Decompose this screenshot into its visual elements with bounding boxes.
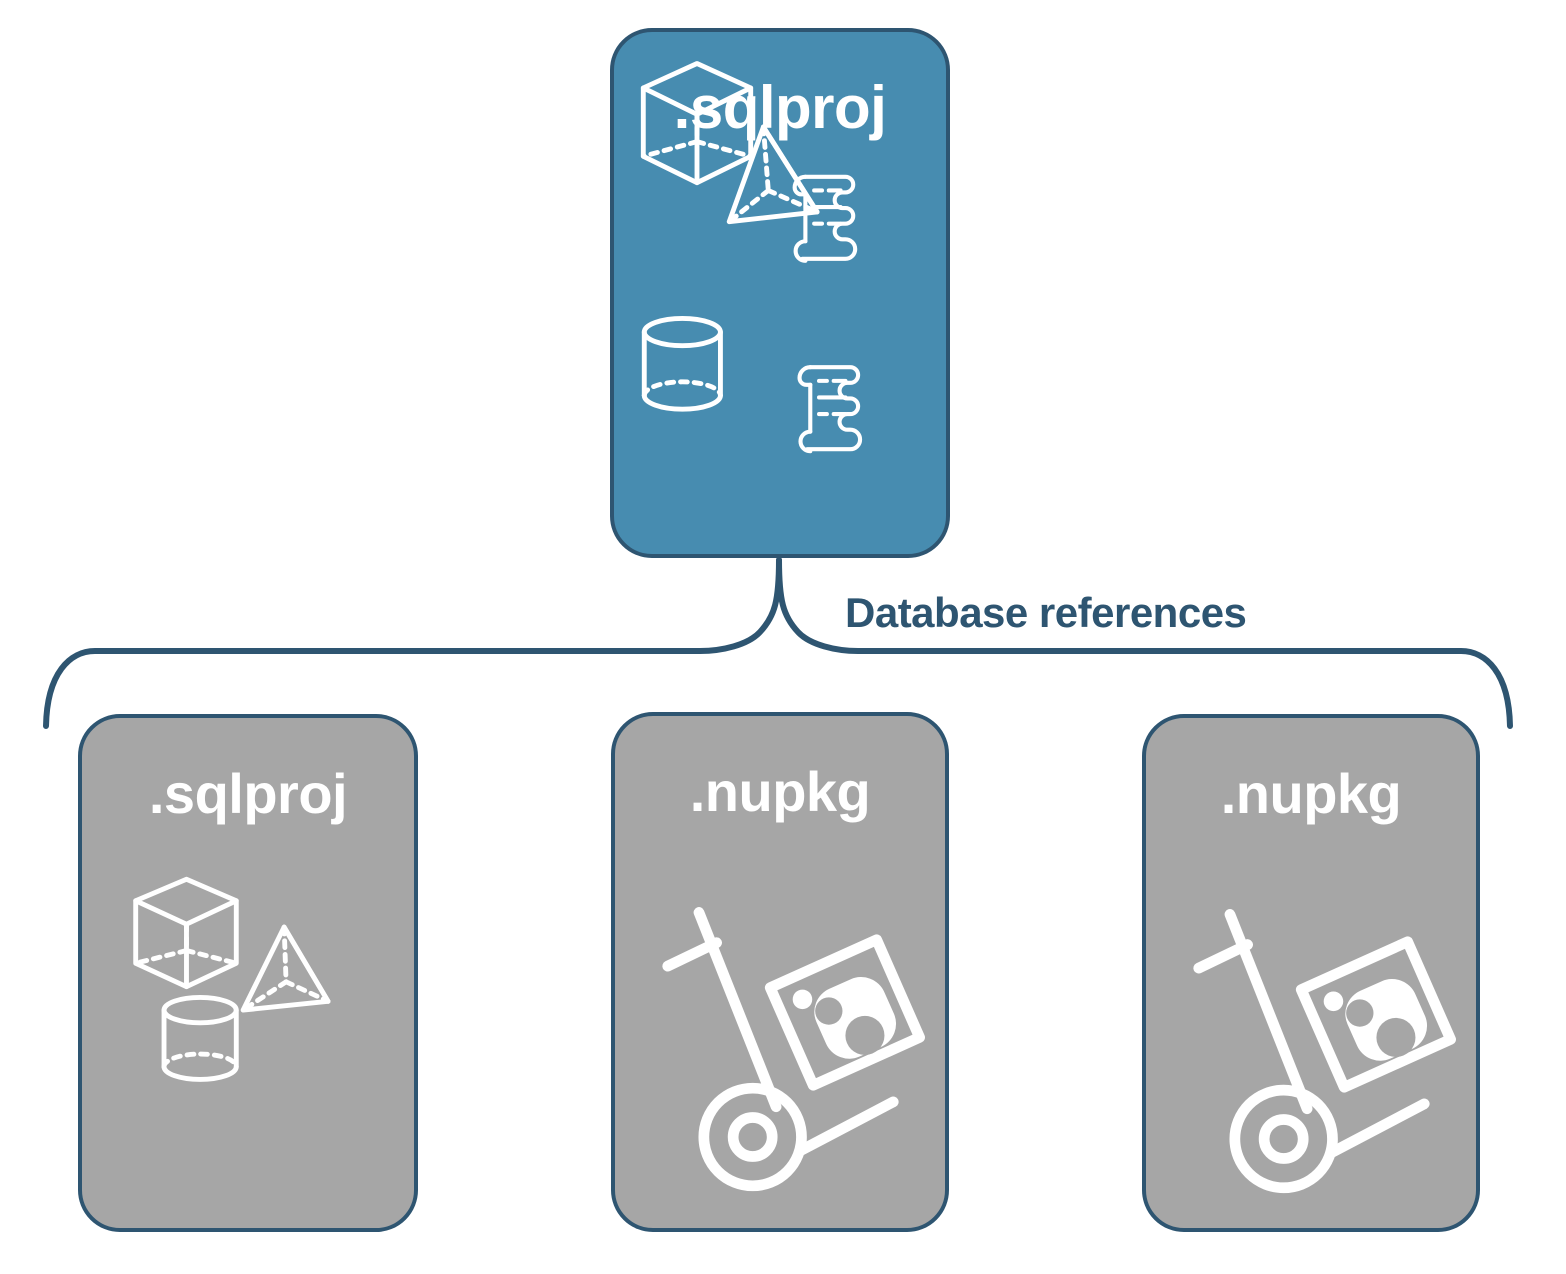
node-child-nupkg-2[interactable]: .nupkg — [1142, 714, 1480, 1232]
node-root-title: .sqlproj — [673, 74, 887, 141]
pyramid-icon — [726, 124, 820, 225]
nuget-package-icon-holes — [1346, 999, 1416, 1057]
node-child-nupkg-2-title: .nupkg — [1220, 762, 1402, 825]
nuget-package-icon-holes — [815, 997, 885, 1055]
nuget-package-icon — [764, 934, 925, 1091]
hand-truck-icon — [1193, 909, 1430, 1194]
nuget-package-icon-dots — [792, 977, 897, 1059]
database-references-label: Database references — [845, 589, 1247, 636]
scroll-icon — [797, 365, 863, 454]
node-child-nupkg-1-title: .nupkg — [689, 760, 871, 823]
node-root-sqlproj[interactable]: .sqlproj — [610, 28, 950, 558]
cube-icon — [133, 876, 239, 990]
cylinder-icon — [161, 994, 239, 1082]
nuget-package-icon-dots — [1323, 979, 1428, 1061]
node-child-sqlproj[interactable]: .sqlproj — [78, 714, 418, 1232]
scroll-icon — [792, 174, 858, 263]
pyramid-icon — [240, 924, 331, 1013]
cylinder-icon — [641, 315, 723, 412]
node-child-sqlproj-title: .sqlproj — [148, 762, 348, 825]
nuget-package-icon — [1295, 936, 1456, 1093]
node-child-nupkg-1[interactable]: .nupkg — [611, 712, 949, 1232]
hand-truck-icon — [662, 907, 899, 1192]
